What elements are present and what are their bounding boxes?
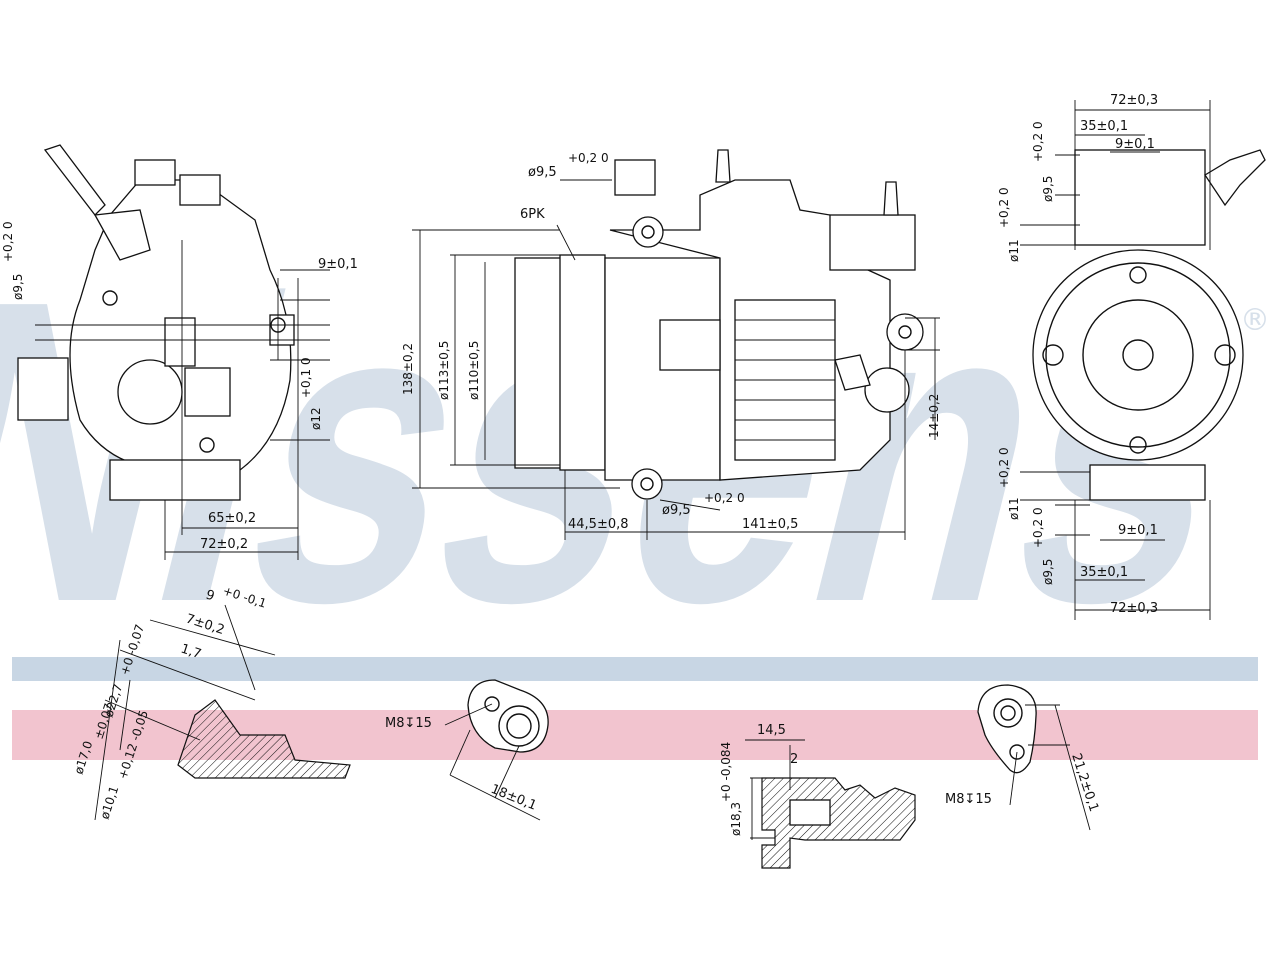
m8-left-dim-18-label: 18±0,1 <box>489 782 539 814</box>
center-dia-9-5-top-label: ø9,5 <box>528 165 557 180</box>
port-dia-10-1-label: ø10,1 <box>98 784 122 821</box>
right-dia-11-bottom-tol: +0,2 0 <box>997 447 1011 488</box>
port-section <box>177 699 351 779</box>
center-view: ø9,5 +0,2 0 6PK 138±0,2 ø113±0,5 ø110±0,… <box>401 149 941 540</box>
center-dia-9-5-top-tol: +0,2 0 <box>568 151 609 165</box>
right-dim-9-top-label: 9±0,1 <box>1115 137 1155 152</box>
right-dim-35-bottom-label: 35±0,1 <box>1080 565 1128 580</box>
right-view: 72±0,3 35±0,1 9±0,1 ø9,5 +0,2 0 ø11 +0,2… <box>997 93 1266 620</box>
left-dia-12-label: ø12 <box>309 407 323 430</box>
pipe-dim-2-label: 2 <box>790 752 798 767</box>
right-dim-72-bottom-label: 72±0,3 <box>1110 601 1158 616</box>
pipe-dia-18-3-tol: +0 -0,084 <box>719 742 733 802</box>
center-dia-110-label: ø110±0,5 <box>467 341 481 400</box>
m8-flange-right <box>977 684 1037 774</box>
left-dim-65-label: 65±0,2 <box>208 511 256 526</box>
center-dia-113-label: ø113±0,5 <box>437 341 451 400</box>
right-dim-35-top-label: 35±0,1 <box>1080 119 1128 134</box>
right-dia-11-top-label: ø11 <box>1007 239 1021 262</box>
detail-m8-left: M8↧15 18±0,1 <box>385 679 549 821</box>
left-dia-9-5-tol: +0,2 0 <box>1 221 15 262</box>
detail-m8-right: M8↧15 21,2±0,1 <box>945 684 1101 831</box>
center-dim-14-label: 14±0,2 <box>927 394 941 438</box>
m8-right-thread-label: M8↧15 <box>945 792 992 807</box>
m8-right-dim-21-2-label: 21,2±0,1 <box>1068 752 1101 814</box>
left-dia-9-5-label: ø9,5 <box>11 274 25 300</box>
port-dim-1-7-label: 1,7 <box>179 642 203 663</box>
blue-stripe <box>12 657 1258 681</box>
center-dia-9-5-bottom-label: ø9,5 <box>662 503 691 518</box>
right-dia-11-bottom-label: ø11 <box>1007 497 1021 520</box>
center-dim-138-label: 138±0,2 <box>401 343 415 395</box>
center-dim-44-5-label: 44,5±0,8 <box>568 517 629 532</box>
left-view: ø9,5 +0,2 0 9±0,1 ø12 +0,1 0 65±0,2 72±0… <box>1 144 358 560</box>
center-dim-141-label: 141±0,5 <box>742 517 798 532</box>
left-dimension-lines <box>35 240 330 560</box>
center-dimension-lines <box>412 179 940 540</box>
right-dia-9-5-bottom-label: ø9,5 <box>1041 559 1055 585</box>
pipe-dim-14-5-label: 14,5 <box>757 723 786 738</box>
right-dim-9-bottom-label: 9±0,1 <box>1118 523 1158 538</box>
right-dia-9-5-top-tol: +0,2 0 <box>1031 121 1045 162</box>
right-dimension-lines <box>1020 100 1211 620</box>
compressor-front-outline <box>514 149 924 500</box>
right-dia-9-5-bottom-tol: +0,2 0 <box>1031 507 1045 548</box>
right-dia-9-5-top-label: ø9,5 <box>1041 176 1055 202</box>
center-belt-label: 6PK <box>520 207 545 222</box>
right-dia-11-top-tol: +0,2 0 <box>997 187 1011 228</box>
registered-mark: ® <box>1240 303 1270 338</box>
pipe-dia-18-3-label: ø18,3 <box>729 802 743 836</box>
compressor-pulley-outline <box>1032 149 1266 501</box>
left-dia-12-tol: +0,1 0 <box>299 357 313 398</box>
left-dim-9-label: 9±0,1 <box>318 257 358 272</box>
detail-pipe: 14,5 2 ø18,3 +0 -0,084 <box>719 723 916 869</box>
pipe-section <box>761 777 916 869</box>
center-dia-9-5-bottom-tol: +0,2 0 <box>704 491 745 505</box>
m8-left-thread-label: M8↧15 <box>385 716 432 731</box>
right-dim-72-top-label: 72±0,3 <box>1110 93 1158 108</box>
left-dim-72-label: 72±0,2 <box>200 537 248 552</box>
